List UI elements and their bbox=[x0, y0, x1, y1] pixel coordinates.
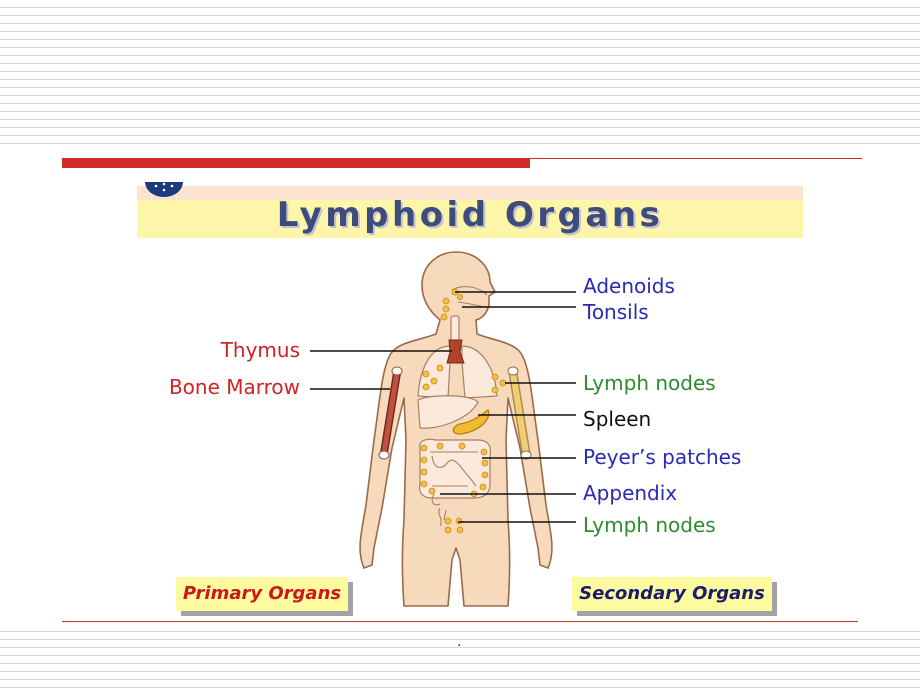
label-tonsils: Tonsils bbox=[582, 300, 649, 324]
lymph-node-dot bbox=[422, 383, 430, 391]
thymus-organ bbox=[446, 339, 465, 364]
lymph-node-dot bbox=[456, 526, 464, 534]
peyers-patch-dot bbox=[420, 444, 428, 452]
peyers-patch-dot bbox=[420, 480, 428, 488]
lymph-node-dot bbox=[442, 305, 450, 313]
peyers-patch-dot bbox=[428, 487, 436, 495]
secondary-organs-box: Secondary Organs bbox=[572, 577, 772, 611]
peyers-patch-dot bbox=[479, 483, 487, 491]
slide-title: Lymphoid Organs bbox=[276, 195, 664, 235]
bone-right bbox=[510, 370, 529, 456]
lymph-node-dot bbox=[455, 517, 463, 525]
spleen-organ bbox=[452, 409, 490, 435]
lymph-node-dot bbox=[440, 313, 448, 321]
organ-labels: Adenoids Tonsils Thymus Bone Marrow Lymp… bbox=[169, 274, 741, 537]
bone-end bbox=[520, 450, 532, 460]
leader-lines bbox=[310, 291, 576, 523]
emblem-star bbox=[162, 188, 166, 192]
lymph-node-dot bbox=[491, 386, 499, 394]
peyers-patch-dot bbox=[481, 459, 489, 467]
lymph-node-dot bbox=[444, 517, 452, 525]
footer-rule bbox=[62, 621, 858, 622]
label-appendix: Appendix bbox=[583, 481, 677, 505]
lymph-node-dot bbox=[436, 364, 444, 372]
label-spleen: Spleen bbox=[583, 407, 651, 431]
bone-end bbox=[378, 450, 390, 460]
header-accent-bar bbox=[62, 158, 530, 168]
bone-end bbox=[507, 366, 519, 376]
label-lymph-nodes-lower: Lymph nodes bbox=[583, 513, 716, 537]
lymph-node-dot bbox=[430, 377, 438, 385]
lymph-node-dot bbox=[491, 373, 499, 381]
intestine-coils bbox=[430, 451, 478, 487]
peyers-patch-dot bbox=[480, 448, 488, 456]
bone-marrow-left bbox=[381, 370, 400, 456]
title-band bbox=[137, 186, 803, 238]
lymph-node-dot bbox=[444, 526, 452, 534]
lymph-node-dot bbox=[422, 370, 430, 378]
emblem-icon bbox=[145, 182, 183, 197]
footer-mark: . bbox=[457, 634, 462, 650]
peyers-patch-dot bbox=[436, 442, 444, 450]
lymph-nodes-group bbox=[420, 288, 507, 534]
label-thymus: Thymus bbox=[220, 338, 300, 362]
emblem-star bbox=[162, 182, 166, 186]
primary-organs-box: Primary Organs bbox=[176, 577, 348, 611]
header-rule bbox=[530, 158, 862, 159]
peyers-patch-dot bbox=[420, 456, 428, 464]
bone-end bbox=[391, 366, 403, 376]
appendix-organ bbox=[431, 493, 441, 506]
pelvic-detail bbox=[438, 507, 447, 527]
peyers-patch-dot bbox=[481, 471, 489, 479]
trachea bbox=[450, 315, 460, 343]
peyers-patch-dot bbox=[420, 468, 428, 476]
adenoid-dot bbox=[456, 293, 463, 300]
lymph-node-dot bbox=[442, 297, 450, 305]
label-bone-marrow: Bone Marrow bbox=[169, 375, 300, 399]
label-adenoids: Adenoids bbox=[583, 274, 675, 298]
label-lymph-nodes-upper: Lymph nodes bbox=[583, 371, 716, 395]
emblem-star bbox=[170, 184, 174, 188]
intestines-organ bbox=[418, 438, 492, 499]
lung-right bbox=[461, 345, 498, 399]
emblem-star bbox=[154, 184, 158, 188]
liver-organ bbox=[417, 395, 479, 429]
peyers-patch-dot bbox=[458, 442, 466, 450]
human-figure bbox=[359, 251, 553, 607]
label-peyers-patches: Peyer’s patches bbox=[583, 445, 741, 469]
